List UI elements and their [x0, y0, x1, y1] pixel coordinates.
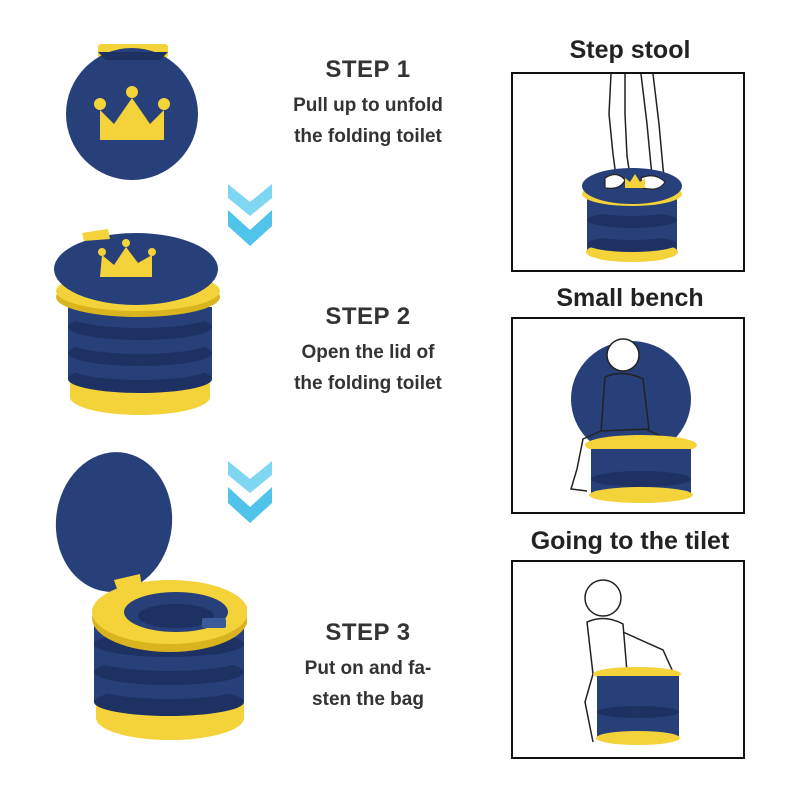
step3-image [52, 450, 247, 750]
crown-icon [98, 239, 156, 277]
step1-line1: Pull up to unfold [293, 95, 443, 116]
step1-description: Pull up to unfold the folding toilet [258, 90, 478, 152]
step2-line2: the folding toilet [294, 373, 442, 394]
step1-title: STEP 1 [325, 56, 411, 83]
use1-title: Step stool [569, 36, 691, 64]
use1-frame [511, 72, 745, 272]
step2-image [52, 225, 222, 425]
use3-frame [511, 560, 745, 759]
step2-title: STEP 2 [325, 303, 411, 330]
step3-line2: sten the bag [312, 689, 424, 710]
step3-line1: Put on and fa- [304, 658, 432, 679]
step1-image [60, 38, 205, 183]
crown-icon [625, 174, 645, 188]
double-chevron-down-icon [226, 457, 274, 527]
step2-description: Open the lid of the folding toilet [258, 337, 478, 399]
step3-description: Put on and fa- sten the bag [258, 653, 478, 715]
step2-line1: Open the lid of [301, 342, 435, 363]
use2-frame [511, 317, 745, 514]
step3-title: STEP 3 [325, 619, 411, 646]
use3-title: Going to the tilet [530, 527, 730, 555]
use2-title: Small bench [556, 284, 704, 312]
double-chevron-down-icon [226, 180, 274, 250]
step1-line2: the folding toilet [294, 126, 442, 147]
crown-icon [94, 86, 170, 140]
